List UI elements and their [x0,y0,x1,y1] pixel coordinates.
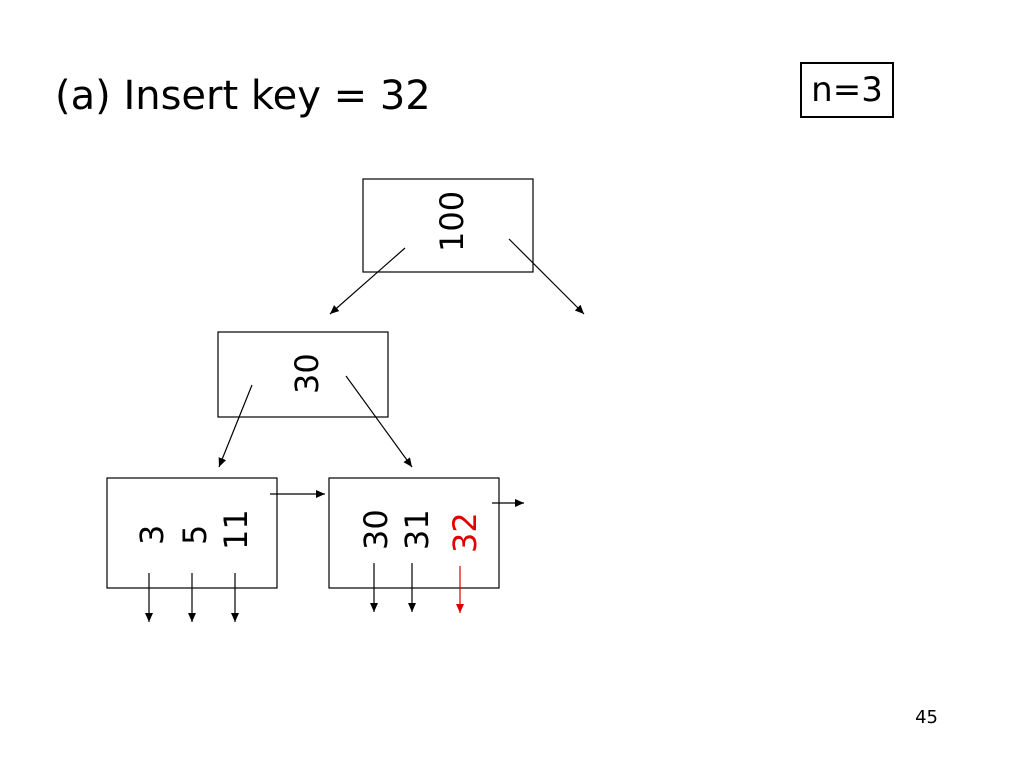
internal-node-box [217,331,389,418]
root-node: 100 [362,178,534,273]
root-left-pointer-arrow [329,247,406,315]
root-right-pointer-arrow [508,238,585,315]
leaf-node-2: 30 31 32 [328,477,500,589]
leaf-1-key-1: 3 [133,525,171,545]
leaf-2-key-1: 30 [357,509,395,550]
internal-left-pointer-arrow [218,384,253,468]
page-number: 45 [915,707,938,728]
leaf-1-key-3: 11 [217,509,255,550]
leaf-1-key-2: 5 [176,525,214,545]
leaf-2-key-3-inserted: 32 [446,512,484,553]
leaf-node-1: 3 5 11 [106,477,278,589]
internal-right-pointer-arrow [345,375,413,468]
root-node-box [362,178,534,273]
internal-node: 30 [217,331,389,418]
leaf-2-key-2: 31 [398,509,436,550]
root-key: 100 [433,191,471,252]
internal-key: 30 [288,353,326,394]
leaf-2-box [328,477,500,589]
order-parameter-box: n=3 [800,62,894,118]
slide-title: (a) Insert key = 32 [55,73,431,119]
